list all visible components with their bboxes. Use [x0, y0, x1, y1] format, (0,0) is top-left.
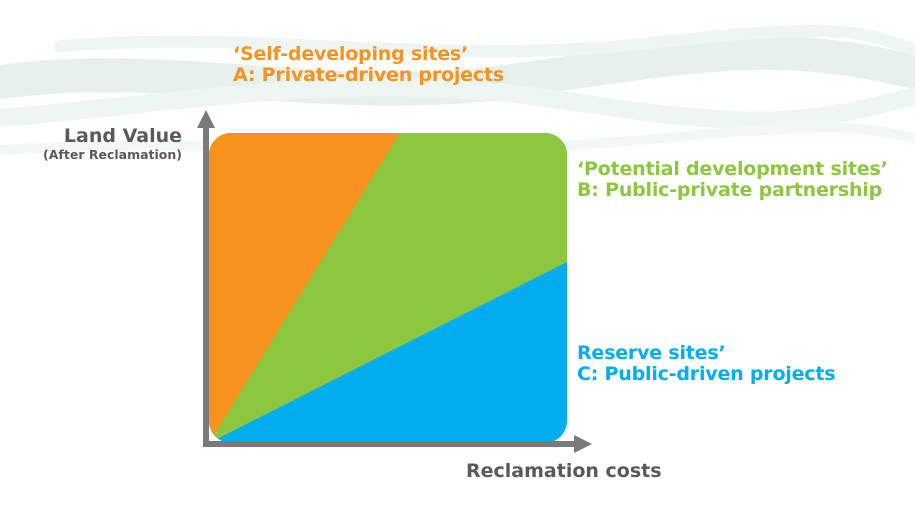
zones-group	[209, 133, 567, 443]
zone-b-subtitle: B: Public-private partnership	[577, 179, 883, 202]
background-swoosh	[54, 24, 915, 58]
zone-a-area	[209, 133, 400, 443]
y-axis-arrow	[197, 110, 215, 128]
zone-a-title: ‘Self-developing sites’	[233, 43, 469, 65]
zone-b-label: ‘Potential development sites’ B: Public-…	[577, 158, 888, 202]
y-axis-title: Land Value (After Reclamation)	[43, 126, 182, 162]
background-swooshes	[0, 24, 915, 155]
zone-a-subtitle: A: Private-driven projects	[233, 64, 504, 87]
axes	[197, 110, 592, 453]
zone-c-subtitle: C: Public-driven projects	[577, 363, 836, 386]
x-axis-line	[203, 441, 577, 447]
zone-b-title: ‘Potential development sites’	[577, 158, 888, 180]
zone-a-label: ‘Self-developing sites’ A: Private-drive…	[233, 43, 504, 87]
zone-c-title: Reserve sites’	[577, 342, 726, 364]
background-swoosh	[0, 78, 915, 130]
y-axis-line	[203, 124, 209, 447]
y-axis-sublabel: (After Reclamation)	[43, 146, 182, 162]
x-axis-arrow	[574, 435, 592, 453]
zone-c-label: Reserve sites’ C: Public-driven projects	[577, 342, 836, 386]
background-swoosh	[0, 35, 915, 106]
x-axis-label: Reclamation costs	[466, 460, 662, 482]
y-axis-label: Land Value	[63, 125, 182, 147]
